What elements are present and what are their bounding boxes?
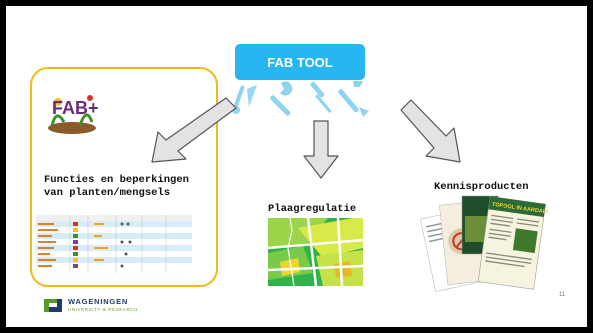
- kennisproducten-title: Kennisproducten: [434, 181, 529, 193]
- tool-icons: [232, 81, 369, 117]
- arrow-to-kennisproducten: [400, 99, 461, 163]
- screwdriver-icon: [310, 81, 332, 114]
- thermometer-icon: [232, 85, 257, 114]
- wur-logo-icon: [44, 299, 62, 312]
- arrow-to-plaagregulatie: [303, 120, 339, 179]
- fab-tool-button[interactable]: FAB TOOL: [235, 44, 365, 80]
- fab-plus-text: FAB+: [52, 98, 99, 118]
- spanner-icon: [338, 81, 369, 117]
- page-number: 11: [559, 292, 566, 298]
- wrench-icon: [270, 81, 293, 116]
- fab-plus-logo: FAB+: [48, 95, 99, 134]
- functies-table: [36, 215, 192, 273]
- wur-brand: WAGENINGEN: [68, 297, 129, 306]
- kennisproducten-publications: TOPOOL IN AARDAPPEL: [419, 195, 548, 292]
- plaagregulatie-map: [268, 218, 363, 286]
- wageningen-logo: WAGENINGEN UNIVERSITY & RESEARCH: [44, 295, 164, 319]
- slide: FAB TOOL FAB+ Functies en beper: [6, 6, 587, 327]
- plaagregulatie-title: Plaagregulatie: [268, 203, 357, 215]
- wur-subbrand: UNIVERSITY & RESEARCH: [68, 307, 139, 312]
- functies-title: Functies en beperkingen van planten/meng…: [44, 174, 189, 199]
